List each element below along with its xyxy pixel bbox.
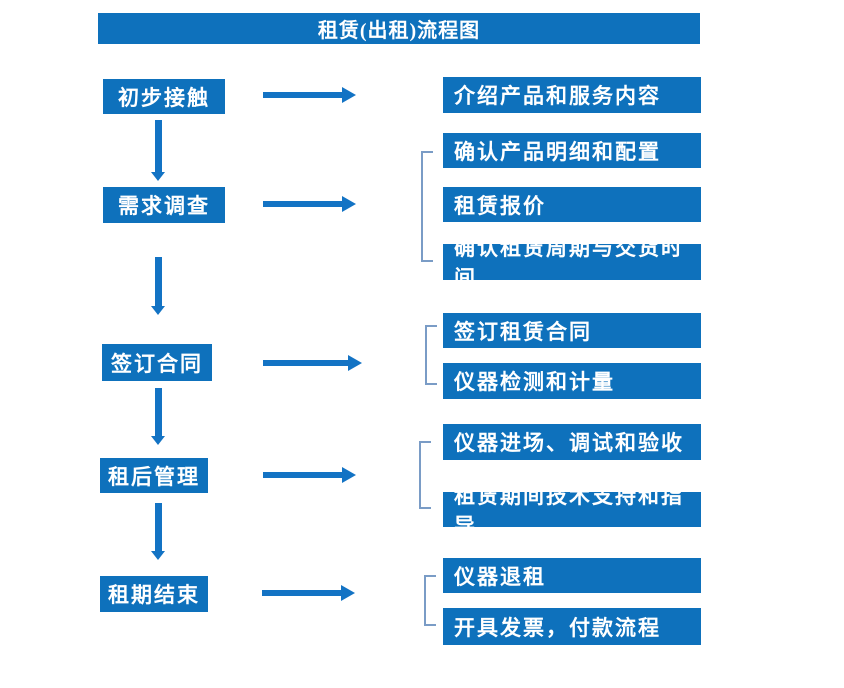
down-arrow-1 [151, 120, 166, 181]
step-lease-end: 租期结束 [100, 576, 208, 612]
flowchart-title: 租赁(出租)流程图 [98, 13, 700, 44]
down-arrow-4 [151, 503, 166, 560]
detail-instrument-testing: 仪器检测和计量 [443, 363, 701, 399]
detail-technical-support: 租赁期间技术支持和指导 [443, 484, 701, 538]
right-arrow-4 [263, 467, 356, 483]
detail-introduce-products: 介绍产品和服务内容 [443, 77, 701, 113]
detail-confirm-lease-period: 确认租赁周期与交货时间 [443, 236, 701, 290]
step-initial-contact: 初步接触 [103, 79, 225, 114]
down-arrow-3 [151, 388, 166, 445]
detail-instrument-setup: 仪器进场、调试和验收 [443, 424, 701, 460]
group-bracket-demand-survey [421, 151, 433, 262]
detail-confirm-product-details: 确认产品明细和配置 [443, 133, 701, 168]
detail-instrument-return: 仪器退租 [443, 558, 701, 593]
step-sign-contract: 签订合同 [102, 344, 212, 381]
group-bracket-sign-contract [425, 325, 437, 385]
right-arrow-1 [263, 87, 356, 103]
detail-rental-quote: 租赁报价 [443, 187, 701, 222]
step-demand-survey: 需求调查 [103, 187, 225, 223]
detail-sign-lease-contract: 签订租赁合同 [443, 313, 701, 348]
step-post-rental-management: 租后管理 [100, 458, 208, 493]
group-bracket-lease-end [424, 575, 436, 626]
detail-invoice-payment: 开具发票，付款流程 [443, 608, 701, 645]
right-arrow-2 [263, 196, 356, 212]
down-arrow-2 [151, 257, 166, 315]
right-arrow-3 [263, 355, 362, 371]
group-bracket-post-rental [419, 441, 431, 509]
right-arrow-5 [262, 585, 355, 601]
